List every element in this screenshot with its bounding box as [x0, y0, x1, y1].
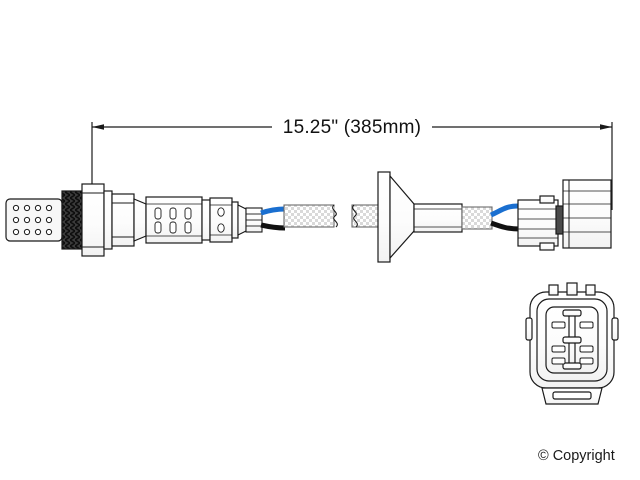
crimp-hole — [217, 223, 225, 233]
detail-side-rail-right — [611, 317, 619, 341]
body-slot — [184, 207, 192, 220]
shield-hole — [45, 216, 53, 224]
crimp-section-group — [201, 197, 239, 243]
sensor-main-body-group — [145, 196, 203, 244]
shield-hole — [34, 204, 42, 212]
sensor-tip-group — [5, 198, 63, 242]
copyright-label: © Copyright — [538, 448, 615, 464]
shield-hole — [12, 216, 20, 224]
connector-outer-housing — [562, 179, 612, 249]
body-slot — [154, 207, 162, 220]
dimension-arrow-left — [92, 124, 104, 130]
shield-hole — [34, 216, 42, 224]
connector-cable-group — [461, 203, 521, 232]
body-slot — [169, 221, 177, 234]
braided-cable-left — [283, 204, 335, 228]
crimp-ring — [231, 201, 239, 239]
detail-side-rail-left — [525, 317, 533, 341]
shield-hole — [23, 204, 31, 212]
detail-terminal-slot — [579, 321, 594, 329]
ribbed-neck-group — [237, 204, 263, 236]
detail-terminal-slot — [579, 345, 594, 353]
detail-skirt-slot — [552, 391, 592, 400]
shield-hole — [12, 204, 20, 212]
cable-break-symbol-right — [352, 204, 358, 228]
braided-cable-left-group — [283, 204, 338, 228]
sensor-wire-group — [260, 206, 286, 231]
signal-wire — [260, 206, 286, 216]
shield-hole-grid — [12, 204, 53, 236]
detail-latch-post-left — [548, 284, 559, 296]
body-collar-group — [103, 190, 147, 250]
body-slot — [184, 221, 192, 234]
shield-hole — [12, 228, 20, 236]
dimension-arrow-right — [600, 124, 612, 130]
detail-center-rail-cap-bottom — [562, 362, 582, 370]
detail-terminal-slot — [579, 357, 594, 365]
shield-hole — [45, 228, 53, 236]
body-taper — [133, 198, 147, 242]
detail-terminal-slot — [551, 321, 566, 329]
connector-signal-wire — [489, 203, 519, 218]
grommet-group — [377, 171, 463, 263]
connector-inner-body — [517, 199, 559, 247]
neck-taper — [237, 204, 247, 236]
threaded-bung-group — [61, 190, 83, 250]
detail-center-rail-cap-mid — [562, 336, 582, 344]
shield-hole — [45, 204, 53, 212]
detail-terminal-slot-group — [551, 321, 594, 365]
connector-ground-wire — [490, 220, 521, 232]
crimp-hole — [217, 207, 225, 217]
detail-terminal-slot — [551, 357, 566, 365]
connector-face-detail-group — [525, 282, 619, 405]
body-shoulder — [111, 193, 135, 247]
connector-latch-tab-bottom — [539, 242, 555, 251]
body-slot — [154, 221, 162, 234]
detail-latch-post-mid — [566, 282, 578, 296]
body-slot-group — [154, 207, 192, 234]
detail-center-rail-cap-top — [562, 309, 582, 317]
body-collar — [103, 190, 113, 250]
threaded-bung — [61, 190, 83, 250]
grommet-cone — [389, 174, 415, 260]
hex-nut-group — [81, 183, 105, 257]
dimension-label: 15.25" (385mm) — [283, 117, 421, 138]
sensor-main-body — [145, 196, 203, 244]
braided-cable-connector-side — [461, 206, 493, 230]
grommet-flange-disc — [377, 171, 391, 263]
ground-wire — [260, 222, 286, 231]
body-slot — [169, 207, 177, 220]
dimension-line-group — [91, 122, 613, 210]
shield-hole — [34, 228, 42, 236]
shield-hole — [23, 216, 31, 224]
crimp-body — [201, 199, 211, 241]
shield-hole — [23, 228, 31, 236]
grommet-barrel — [413, 203, 463, 233]
detail-terminal-slot — [551, 345, 566, 353]
hex-nut — [81, 183, 105, 257]
connector-side-view-group — [517, 179, 612, 251]
connector-latch-tab-top — [539, 195, 555, 204]
cable-break-symbol-left — [332, 204, 338, 228]
braided-cable-right-group — [351, 204, 381, 228]
connector-seal-ring — [555, 205, 564, 235]
detail-latch-post-right — [585, 284, 596, 296]
